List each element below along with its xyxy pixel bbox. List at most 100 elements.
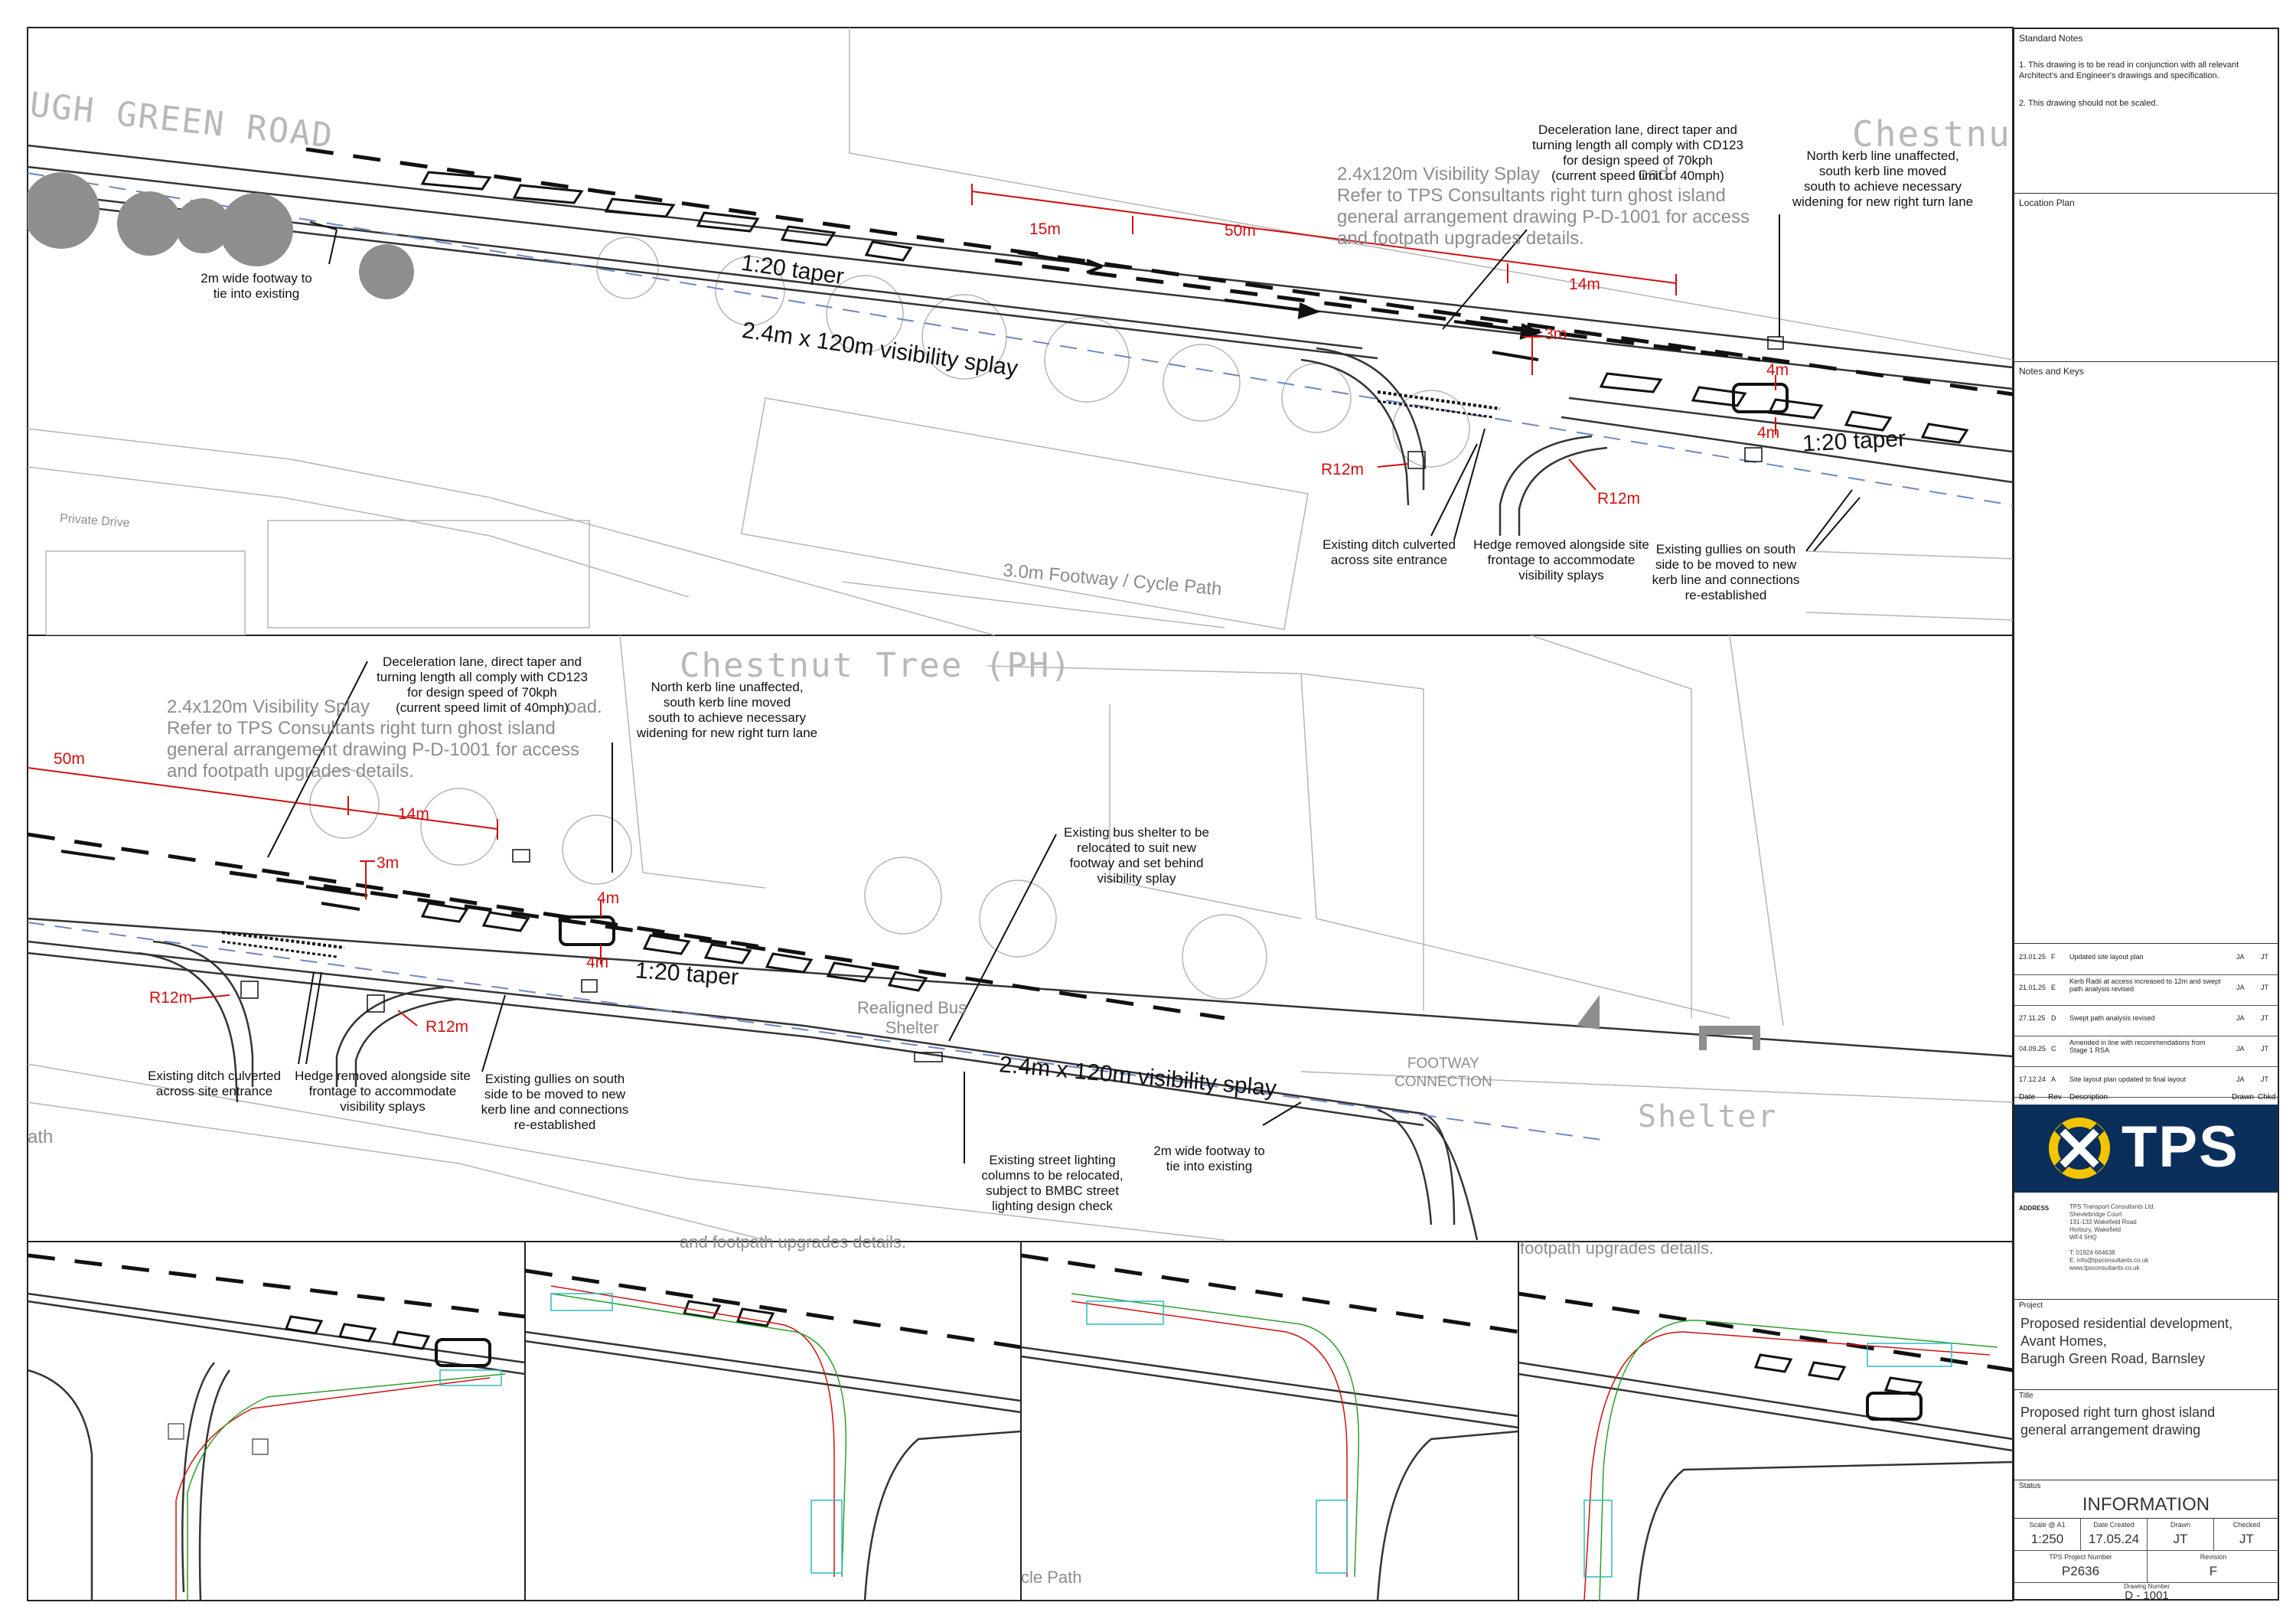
splay-note-end: oad. [1638, 164, 1674, 184]
status-value: INFORMATION [2082, 1494, 2210, 1515]
dimension-15m: 15m [1029, 220, 1061, 238]
deceleration-note: Deceleration lane, direct taper and turn… [377, 654, 588, 715]
footpath-fragment: footpath upgrades details. [1520, 1239, 1714, 1258]
rev-letter: F [2051, 953, 2056, 961]
dimension-50m: 50m [54, 750, 85, 768]
gullies-note: Existing gullies on south side to be mov… [1652, 542, 1800, 602]
project-section: Project Proposed residential development… [2014, 1300, 2278, 1390]
chestnut-watermark: Chestnut [1852, 113, 2034, 155]
rev-drawn: JA [2236, 1045, 2245, 1053]
revision-label: Revision [2200, 1553, 2227, 1561]
standard-note: 2. This drawing should not be scaled. [2019, 99, 2158, 108]
project-text: Proposed residential development, Avant … [2020, 1316, 2233, 1366]
standard-note: 1. This drawing is to be read in conjunc… [2019, 60, 2239, 80]
splay-note-line: and footpath upgrades details. [167, 761, 414, 782]
revision-row: 23.01.25 F Updated site layout plan JA J… [2014, 944, 2278, 975]
title-label: Title [2019, 1392, 2033, 1400]
splay-note-line: and footpath upgrades details. [1337, 228, 1584, 249]
bus-shelter-label: Realigned Bus Shelter [857, 998, 967, 1037]
shelter-watermark: Shelter [1638, 1099, 1778, 1134]
checked-value: JT [2239, 1532, 2254, 1546]
panel-1-plan [28, 28, 2013, 635]
tps-logo-text: TPS [2122, 1115, 2239, 1180]
drawing-number-value: D - 1001 [2125, 1589, 2169, 1602]
revision-value: F [2209, 1564, 2218, 1578]
rev-chkd: JT [2261, 1045, 2268, 1053]
date-label: Date Created [2093, 1521, 2135, 1529]
radius-r12m: R12m [1321, 461, 1365, 478]
rev-chkd: JT [2261, 1014, 2268, 1022]
date-value: 17.05.24 [2088, 1532, 2140, 1546]
rev-desc: Site layout plan updated to final layout [2069, 1075, 2187, 1083]
notes-keys-section: Notes and Keys [2014, 362, 2278, 944]
gullies-note: Existing gullies on south side to be mov… [481, 1072, 629, 1132]
deceleration-note: Deceleration lane, direct taper and turn… [1532, 122, 1743, 183]
rev-drawn: JA [2236, 1075, 2245, 1083]
path-fragment: ath [28, 1127, 54, 1147]
rev-header-desc: Description [2069, 1093, 2108, 1101]
splay-note-line: Refer to TPS Consultants right turn ghos… [1337, 185, 1726, 206]
standard-notes-section: Standard Notes 1. This drawing is to be … [2014, 29, 2278, 194]
location-plan-title: Location Plan [2019, 197, 2075, 208]
rev-desc: Amended in line with recommendations fro… [2069, 1039, 2206, 1054]
project-label: Project [2019, 1301, 2043, 1310]
project-number-value: P2636 [2061, 1564, 2100, 1578]
dimension-3m: 3m [377, 854, 400, 872]
rev-drawn: JA [2236, 984, 2245, 991]
rev-desc: Swept path analysis revised [2069, 1014, 2155, 1022]
kerb-line-note: North kerb line unaffected, south kerb l… [636, 680, 818, 740]
scale-label: Scale @ A1 [2029, 1521, 2066, 1529]
radius-r12m: R12m [426, 1018, 469, 1036]
tps-logo-panel: TPS [2014, 1105, 2278, 1193]
rev-chkd: JT [2261, 984, 2268, 991]
kerb-line-note: North kerb line unaffected, south kerb l… [1792, 148, 1974, 209]
revision-table: 23.01.25 F Updated site layout plan JA J… [2014, 944, 2278, 1105]
revision-row: 27.11.25 D Swept path analysis revised J… [2014, 1005, 2278, 1036]
panel-2-plan [28, 635, 2013, 1241]
project-number-label: TPS Project Number [2049, 1553, 2112, 1561]
tps-logo-icon [2049, 1118, 2110, 1179]
drawn-cell: Drawn JT [2148, 1519, 2214, 1551]
rev-drawn: JA [2236, 1014, 2245, 1022]
status-label: Status [2019, 1482, 2041, 1490]
rev-date: 21.01.25 [2019, 984, 2047, 991]
dimension-14m: 14m [398, 805, 429, 823]
panel-3-swept-paths [28, 1253, 2013, 1601]
bus-shelter-note: Existing bus shelter to be relocated to … [1064, 825, 1209, 886]
dimension-3m: 3m [1544, 325, 1567, 343]
rev-letter: A [2051, 1075, 2056, 1083]
checked-label: Checked [2232, 1521, 2261, 1529]
dimension-14m: 14m [1569, 276, 1600, 293]
drawing-number-label: Drawing Number [2123, 1583, 2170, 1590]
notes-keys-title: Notes and Keys [2019, 366, 2084, 377]
visibility-splay-note: 2.4x120m Visibility Splay Refer to TPS C… [167, 697, 579, 782]
dimension-4m: 4m [1757, 424, 1780, 442]
location-plan-section: Location Plan [2014, 194, 2278, 362]
splay-note-line: Refer to TPS Consultants right turn ghos… [167, 718, 556, 739]
rev-date: 17.12.24 [2019, 1075, 2047, 1083]
drawing-title: Proposed right turn ghost island general… [2020, 1405, 2216, 1438]
drawn-label: Drawn [2170, 1521, 2190, 1529]
checked-cell: Checked JT [2214, 1519, 2279, 1551]
revision-row: 21.01.25 E Kerb Radii at access increase… [2014, 974, 2278, 1006]
footpath-fragment: and footpath upgrades details. [680, 1232, 907, 1252]
chestnut-tree-watermark: Chestnut Tree (PH) [680, 646, 1072, 685]
revision-row: 17.12.24 A Site layout plan updated to f… [2014, 1066, 2278, 1098]
rev-letter: C [2051, 1045, 2056, 1053]
dimension-4m: 4m [1766, 361, 1789, 379]
rev-header-chkd: Chkd [2258, 1093, 2276, 1101]
street-lighting-note: Existing street lighting columns to be r… [981, 1153, 1124, 1213]
rev-header-rev: Rev [2048, 1093, 2062, 1101]
date-cell: Date Created 17.05.24 [2081, 1519, 2148, 1551]
drawing-number-cell: Drawing Number D - 1001 [2014, 1583, 2279, 1602]
splay-note-line: general arrangement drawing P-D-1001 for… [1337, 207, 1750, 227]
radius-r12m: R12m [1597, 490, 1641, 507]
splay-note-line: 2.4x120m Visibility Splay [1337, 164, 1541, 184]
splay-note-end: oad. [566, 697, 602, 717]
scale-cell: Scale @ A1 1:250 [2014, 1519, 2081, 1551]
rev-date: 23.01.25 [2019, 953, 2047, 961]
rev-drawn: JA [2236, 953, 2245, 961]
ditch-note: Existing ditch culverted across site ent… [1322, 537, 1456, 567]
rev-header-date: Date [2019, 1093, 2036, 1101]
footway-connection-label: FOOTWAY CONNECTION [1394, 1056, 1492, 1090]
